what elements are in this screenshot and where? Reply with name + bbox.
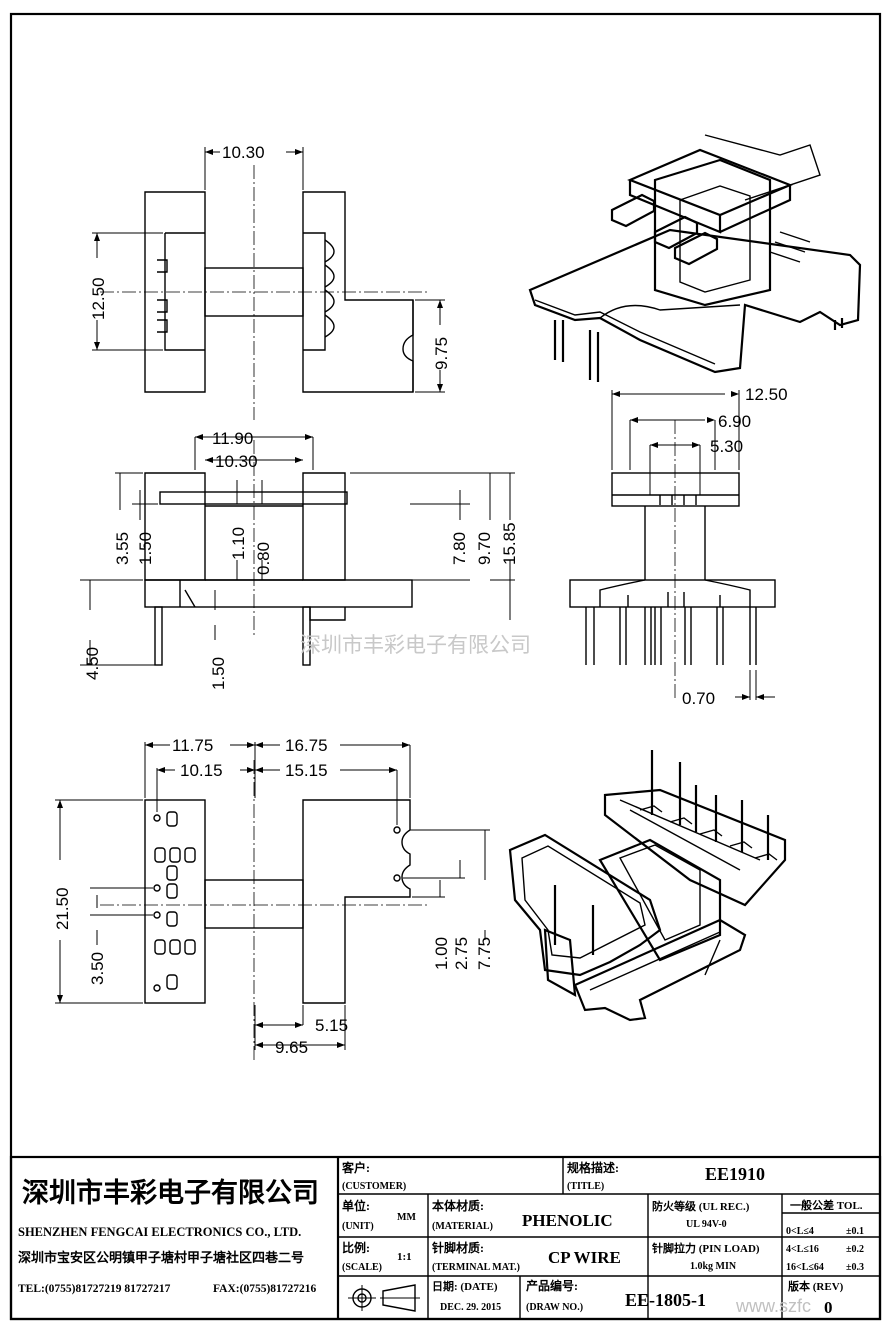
dim-bottom-1-00: 1.00	[432, 937, 451, 970]
draw-no-label-en: (DRAW NO.)	[526, 1302, 583, 1313]
scale-label-en: (SCALE)	[342, 1262, 382, 1273]
dim-bottom-7-75: 7.75	[475, 937, 494, 970]
dim-front-1-50: 1.50	[136, 532, 155, 565]
scale-value: 1:1	[397, 1251, 412, 1263]
dim-front-4-50: 4.50	[83, 647, 102, 680]
dim-bottom-11-75: 11.75	[172, 736, 213, 755]
title-label-en: (TITLE)	[567, 1181, 604, 1192]
pin-load-label: 针脚拉力 (PIN LOAD)	[652, 1241, 760, 1255]
dim-side-6-90: 6.90	[718, 412, 751, 431]
ul-label: 防火等级 (UL REC.)	[652, 1199, 750, 1213]
terminal-value: CP WIRE	[548, 1248, 621, 1267]
dim-front-9-70: 9.70	[475, 532, 494, 565]
dim-bottom-21-50: 21.50	[53, 887, 72, 930]
dim-bottom-16-75: 16.75	[285, 736, 328, 755]
material-value: PHENOLIC	[522, 1211, 613, 1230]
unit-label-en: (UNIT)	[342, 1221, 374, 1232]
dim-front-7-80: 7.80	[450, 532, 469, 565]
dim-top-width: 10.30	[222, 143, 265, 162]
bottom-view: 11.75 10.15 16.75 15.15 21.50 3.50 1.00 …	[53, 736, 494, 1060]
unit-label: 单位:	[342, 1198, 370, 1213]
tol-label: 一般公差 TOL.	[790, 1198, 863, 1212]
terminal-label: 针脚材质:	[432, 1240, 484, 1255]
rev-value: 0	[824, 1298, 833, 1317]
pin-load-value: 1.0kg MIN	[690, 1261, 737, 1272]
iso-view-bottom	[508, 750, 787, 1022]
tol-value-3: ±0.3	[846, 1262, 864, 1273]
tol-value-1: ±0.1	[846, 1226, 864, 1237]
dim-top-right: 9.75	[432, 337, 451, 370]
ul-value: UL 94V-0	[686, 1219, 727, 1230]
dim-side-12-50: 12.50	[745, 385, 788, 404]
dim-top-height: 12.50	[89, 277, 108, 320]
dim-bottom-9-65: 9.65	[275, 1038, 308, 1057]
customer-label: 客户:	[341, 1160, 370, 1175]
company-name-cn: 深圳市丰彩电子有限公司	[22, 1177, 319, 1208]
dim-bottom-2-75: 2.75	[452, 937, 471, 970]
site-watermark: www.szfc	[735, 1296, 811, 1316]
top-view: 10.30 12.50 9.75	[89, 143, 451, 420]
dim-bottom-3-50: 3.50	[88, 952, 107, 985]
tol-range-3: 16<L≤64	[786, 1262, 824, 1273]
dim-front-15-85: 15.85	[500, 522, 519, 565]
draw-no-value: EE-1805-1	[625, 1290, 706, 1310]
company-name-en: SHENZHEN FENGCAI ELECTRONICS CO., LTD.	[18, 1225, 301, 1239]
dim-front-0-80: 0.80	[254, 542, 273, 575]
dim-front-11-90: 11.90	[212, 429, 253, 448]
tol-value-2: ±0.2	[846, 1244, 864, 1255]
dim-side-0-70: 0.70	[682, 689, 715, 708]
title-label: 规格描述:	[567, 1160, 619, 1175]
company-tel: TEL:(0755)81727219 81727217	[18, 1283, 171, 1295]
company-address: 深圳市宝安区公明镇甲子塘村甲子塘社区四巷二号	[18, 1250, 304, 1265]
date-label: 日期: (DATE)	[432, 1279, 498, 1293]
title-value: EE1910	[705, 1164, 765, 1184]
iso-view-top	[528, 134, 862, 382]
date-value: DEC. 29. 2015	[440, 1302, 501, 1313]
company-fax: FAX:(0755)81727216	[213, 1283, 317, 1295]
dim-bottom-15-15: 15.15	[285, 761, 328, 780]
tol-range-1: 0<L≤4	[786, 1226, 814, 1237]
material-label-en: (MATERIAL)	[432, 1221, 493, 1232]
unit-value: MM	[397, 1212, 416, 1223]
dim-front-3-55: 3.55	[113, 532, 132, 565]
dim-bottom-5-15: 5.15	[315, 1016, 348, 1035]
draw-no-label: 产品编号:	[526, 1278, 578, 1293]
side-view: 12.50 6.90 5.30 0.70	[569, 385, 788, 708]
rev-label: 版本 (REV)	[788, 1279, 844, 1293]
customer-label-en: (CUSTOMER)	[342, 1181, 406, 1192]
projection-symbol-icon	[348, 1284, 420, 1312]
front-view: 11.90 10.30 3.55 1.50 1.10 0.80 7.80 9.7…	[80, 429, 519, 690]
terminal-label-en: (TERMINAL MAT.)	[432, 1262, 520, 1273]
dim-bottom-10-15: 10.15	[180, 761, 223, 780]
tol-range-2: 4<L≤16	[786, 1244, 819, 1255]
watermark-text: 深圳市丰彩电子有限公司	[300, 634, 531, 657]
dim-front-1-50b: 1.50	[209, 657, 228, 690]
dim-side-5-30: 5.30	[710, 437, 743, 456]
dim-front-1-10: 1.10	[229, 527, 248, 560]
title-block: 深圳市丰彩电子有限公司 SHENZHEN FENGCAI ELECTRONICS…	[9, 1155, 882, 1321]
scale-label: 比例:	[342, 1240, 370, 1255]
material-label: 本体材质:	[432, 1198, 484, 1213]
dim-front-10-30: 10.30	[215, 452, 258, 471]
